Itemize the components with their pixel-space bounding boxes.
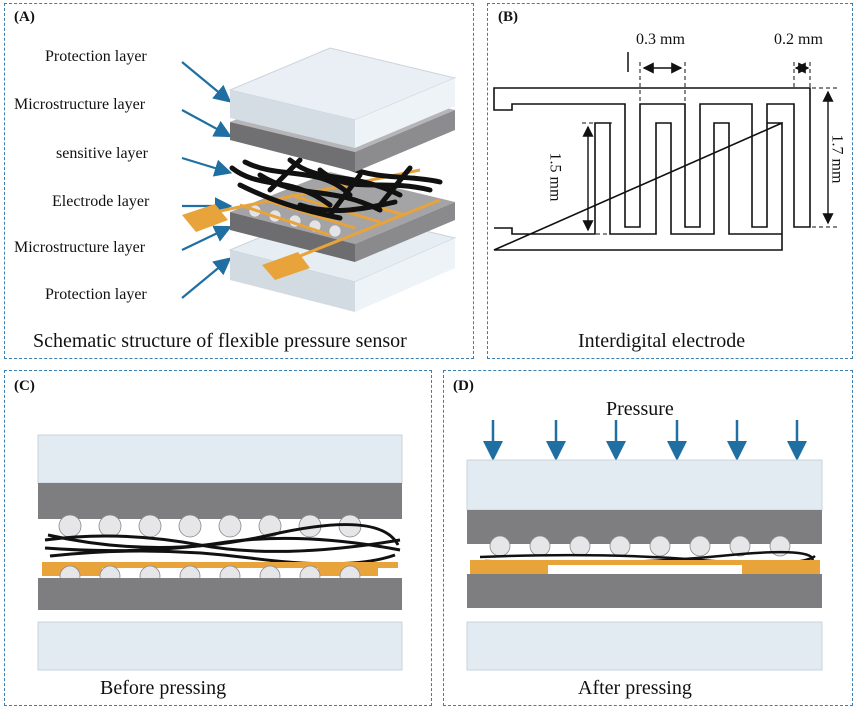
electrode-pad-left [182,204,228,232]
label-microstructure-bottom: Microstructure layer [14,239,146,256]
panel-a-caption: Schematic structure of flexible pressure… [33,330,407,352]
pressure-label: Pressure [606,398,674,420]
electrode-lower-comb [493,121,783,251]
panel-c [4,370,432,706]
panel-a-tag: (A) [14,9,35,25]
panel-d-caption: After pressing [578,677,692,699]
dim-width-label: 0.2 mm [774,31,823,48]
label-protection-bottom: Protection layer [45,286,147,303]
sensitive-layer-fibers [229,157,443,221]
label-electrode: Electrode layer [52,193,150,210]
label-microstructure-top: Microstructure layer [14,96,146,113]
pressure-arrows [483,420,807,461]
panel-b [487,3,853,359]
panel-d [443,370,853,706]
panel-c-caption: Before pressing [100,677,227,699]
protection-layer-top [228,47,457,148]
dim-gap-label: 0.3 mm [636,31,685,48]
panel-b-tag: (B) [498,9,518,25]
panel-c-tag: (C) [14,378,35,394]
electrode-pad-right [262,252,310,280]
label-protection-top: Protection layer [45,48,147,65]
panel-b-caption: Interdigital electrode [578,330,746,352]
panel-a [4,3,474,359]
panel-d-tag: (D) [453,378,474,394]
label-arrows [181,61,233,299]
label-sensitive: sensitive layer [56,145,148,162]
electrode-upper-comb [493,87,811,228]
